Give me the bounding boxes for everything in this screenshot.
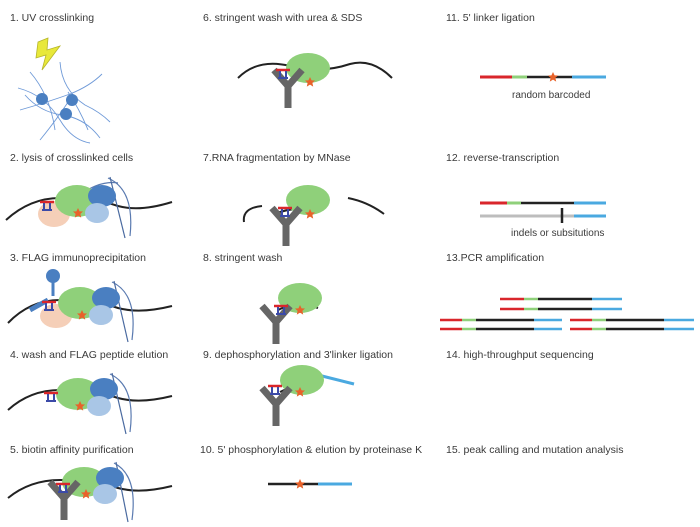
step-label-2: 2. lysis of crosslinked cells xyxy=(10,152,134,164)
step8-diagram xyxy=(262,283,322,344)
step-label-11: 11. 5' linker ligation xyxy=(446,12,535,24)
step11-diagram xyxy=(480,72,606,82)
step-label-15: 15. peak calling and mutation analysis xyxy=(446,444,624,456)
step4-diagram xyxy=(7,372,173,435)
step-label-9: 9. dephosphorylation and 3'linker ligati… xyxy=(203,349,393,361)
step10-diagram xyxy=(268,479,352,489)
step-label-6: 6. stringent wash with urea & SDS xyxy=(203,12,363,24)
step-label-8: 8. stringent wash xyxy=(203,252,283,264)
note-indels: indels or subsitutions xyxy=(511,228,605,239)
step5-diagram xyxy=(7,461,173,522)
step-label-7: 7.RNA fragmentation by MNase xyxy=(203,152,351,164)
pcr-product-left xyxy=(440,318,562,331)
step-label-13: 13.PCR amplification xyxy=(446,252,545,264)
pcr-product-top xyxy=(500,297,622,311)
note-random-barcoded: random barcoded xyxy=(512,90,591,101)
step2-diagram xyxy=(5,176,173,239)
step-label-12: 12. reverse-transcription xyxy=(446,152,560,164)
step9-diagram xyxy=(262,365,355,426)
step7-diagram xyxy=(242,185,385,246)
step6-diagram xyxy=(237,53,393,108)
step1-diagram xyxy=(17,37,111,144)
step-label-1: 1. UV crosslinking xyxy=(10,12,95,24)
step-label-5: 5. biotin affinity purification xyxy=(10,444,134,456)
step13-diagram xyxy=(440,297,694,331)
step-label-4: 4. wash and FLAG peptide elution xyxy=(10,349,169,361)
step-label-10: 10. 5' phosphorylation & elution by prot… xyxy=(200,444,423,456)
step12-diagram xyxy=(480,201,606,223)
lightning-bolt-icon xyxy=(35,37,62,71)
step3-diagram xyxy=(7,269,173,343)
pcr-product-right xyxy=(570,318,694,331)
step-label-14: 14. high-throughput sequencing xyxy=(446,349,594,361)
step-label-3: 3. FLAG immunoprecipitation xyxy=(10,252,146,264)
